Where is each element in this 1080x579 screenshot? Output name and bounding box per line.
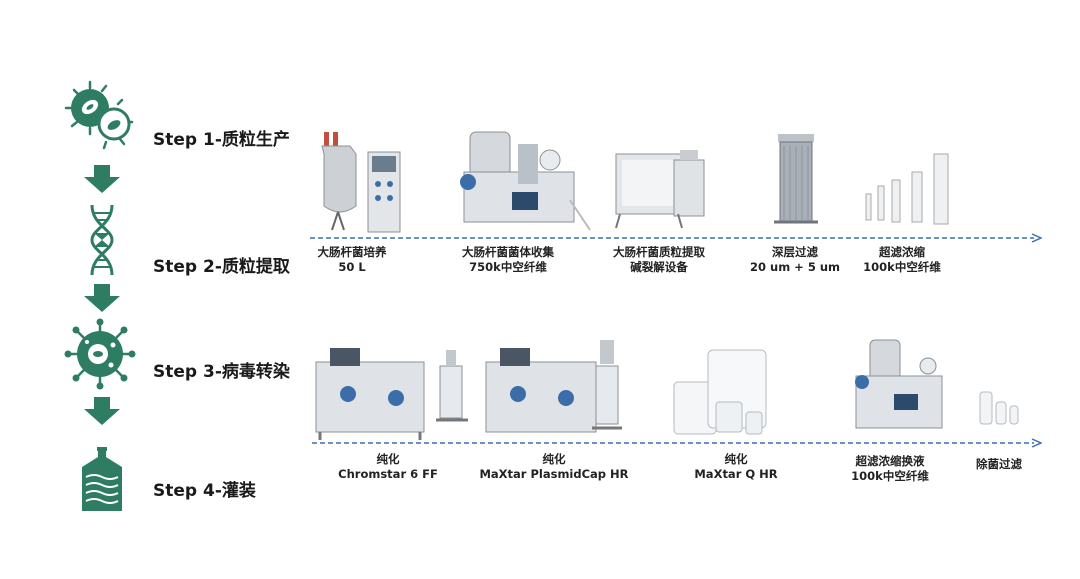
sterile-filter-image (979, 391, 1019, 425)
fermenter-image (321, 132, 401, 233)
caption-lysis: 大肠杆菌质粒提取碱裂解设备 (613, 245, 705, 274)
process-line-row-1 (310, 232, 1042, 244)
lysis-equipment-image (615, 150, 705, 229)
harvest-system-image (460, 131, 591, 231)
chromatography-column-image (592, 340, 622, 430)
step-1-label: Step 1-质粒生产 (153, 130, 290, 150)
arrow-down-icon (84, 284, 120, 312)
chromatography-system-image (315, 348, 425, 440)
virus-icon (64, 318, 136, 390)
arrow-down-icon (84, 397, 120, 425)
resin-bottles-image (673, 349, 767, 435)
chromatography-system-image (485, 348, 597, 433)
dna-icon (78, 203, 126, 277)
process-line-row-2 (312, 437, 1042, 449)
bacteria-icon (62, 78, 138, 154)
chromatography-column-image (436, 350, 468, 422)
arrow-down-icon (84, 165, 120, 193)
hollow-fiber-image (865, 153, 949, 225)
equipment-illustrations-row-1 (300, 120, 1000, 240)
step-4-label: Step 4-灌装 (153, 481, 256, 501)
step-2-label: Step 2-质粒提取 (153, 257, 290, 277)
depth-filter-image (774, 134, 818, 224)
tff-system-image (855, 339, 943, 429)
step-3-label: Step 3-病毒转染 (153, 362, 290, 382)
equipment-illustrations-row-2 (300, 336, 1040, 440)
bottle-icon (78, 447, 126, 513)
caption-sterile-filtration: 除菌过滤 (976, 457, 1022, 471)
